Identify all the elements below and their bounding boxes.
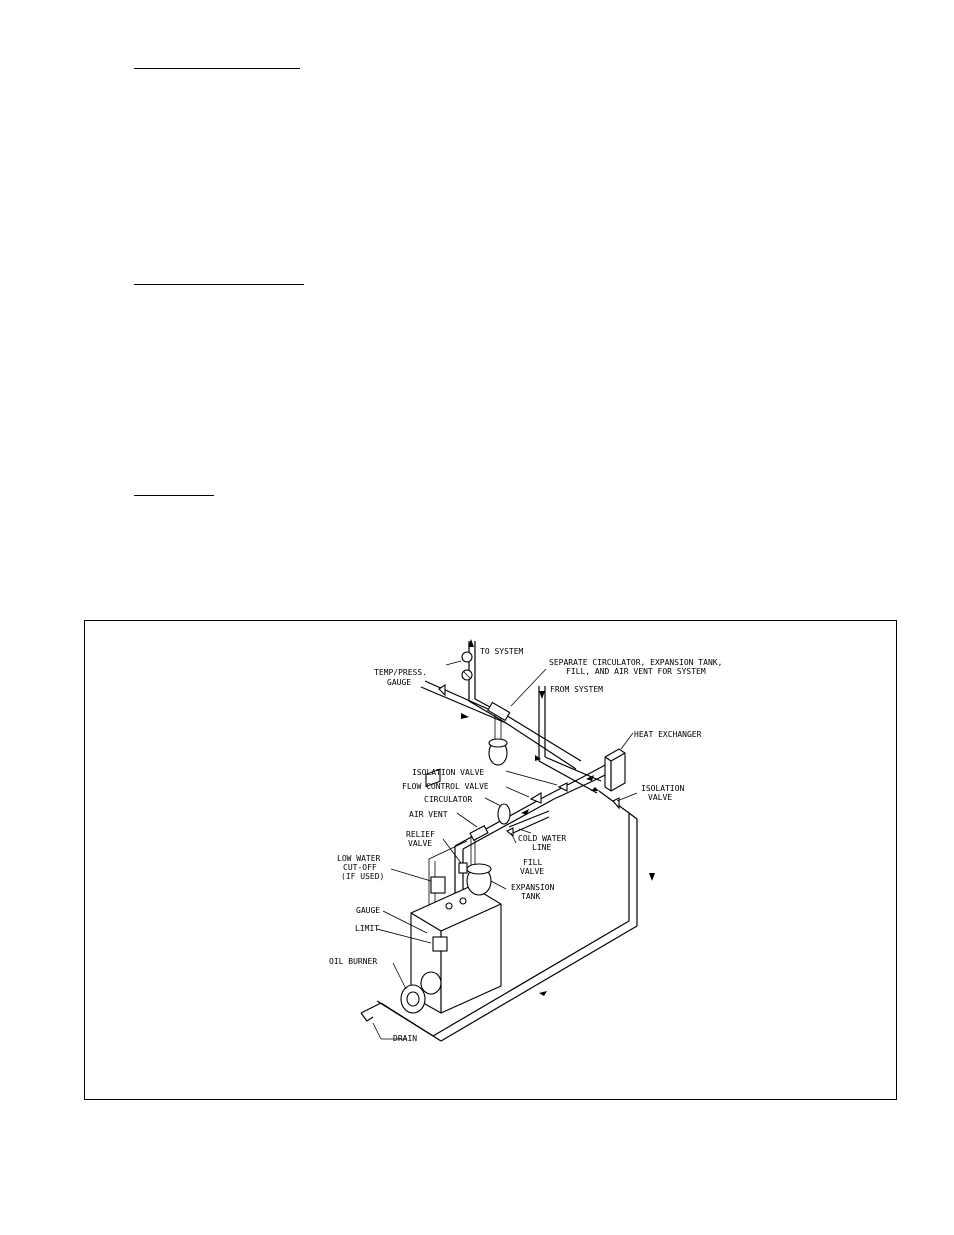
label-isolation-valve-2: ISOLATION (641, 784, 685, 793)
system-valve-left (438, 683, 446, 697)
section-heading-rule-1 (134, 68, 300, 69)
expansion-tank (466, 863, 492, 896)
section-heading-rule-3 (134, 495, 214, 496)
label-expansion: EXPANSION (511, 883, 555, 892)
label-fill-valve: VALVE (520, 867, 544, 876)
isolation-valve-return (612, 797, 620, 810)
label-relief-valve: VALVE (408, 839, 432, 848)
gauge-limit-controls (425, 768, 448, 952)
heat-exchanger (604, 748, 626, 792)
label-flow-control-valve: FLOW CONTROL VALVE (402, 782, 489, 791)
label-low-water: LOW WATER (337, 854, 381, 863)
label-temp-press: TEMP/PRESS. (374, 668, 427, 677)
label-gauge: GAUGE (356, 906, 380, 915)
label-isolation-valve: ISOLATION VALVE (412, 768, 484, 777)
temp-press-gauges (461, 651, 473, 681)
oil-burner (400, 971, 442, 1014)
flow-control-valve (529, 792, 542, 804)
system-expansion-tank (488, 738, 508, 766)
label-circulator: CIRCULATOR (424, 795, 472, 804)
return-piping (360, 790, 638, 1042)
circulator (497, 803, 511, 825)
label-limit: LIMIT (355, 924, 379, 933)
cold-water-line (508, 810, 550, 834)
label-temp-press-gauge: GAUGE (387, 678, 411, 687)
system-circulator (487, 701, 511, 722)
label-cold-water: COLD WATER (518, 834, 566, 843)
label-air-vent: AIR VENT (409, 810, 448, 819)
air-vent (469, 824, 489, 842)
label-oil-burner: OIL BURNER (329, 957, 377, 966)
label-isolation-valve-2b: VALVE (648, 793, 672, 802)
label-fill: FILL (523, 858, 542, 867)
label-relief: RELIEF (406, 830, 435, 839)
flow-arrows (461, 639, 655, 996)
label-expansion-tank: TANK (521, 892, 540, 901)
section-heading-rule-2 (134, 284, 304, 285)
label-cold-water-line: LINE (532, 843, 551, 852)
label-cut-off: CUT-OFF (343, 863, 377, 872)
leader-lines (372, 660, 638, 1040)
label-to-system: TO SYSTEM (480, 647, 524, 656)
diagram-labels: TO SYSTEM TEMP/PRESS. GAUGE SEPARATE CIR… (329, 647, 722, 1043)
piping-diagram-svg: TO SYSTEM TEMP/PRESS. GAUGE SEPARATE CIR… (329, 639, 722, 1043)
label-separate-circulator: SEPARATE CIRCULATOR, EXPANSION TANK, (549, 658, 722, 667)
piping-diagram-figure: TO SYSTEM TEMP/PRESS. GAUGE SEPARATE CIR… (84, 620, 897, 1100)
label-separate-circulator-2: FILL, AND AIR VENT FOR SYSTEM (566, 667, 706, 676)
label-drain: DRAIN (393, 1034, 417, 1043)
label-heat-exchanger: HEAT EXCHANGER (634, 730, 702, 739)
drain-valve (360, 1012, 374, 1022)
low-water-cutoff (430, 876, 446, 894)
label-from-system: FROM SYSTEM (550, 685, 603, 694)
isolation-valve-supply (557, 782, 568, 792)
relief-valve (458, 862, 468, 874)
label-if-used: (IF USED) (341, 872, 384, 881)
